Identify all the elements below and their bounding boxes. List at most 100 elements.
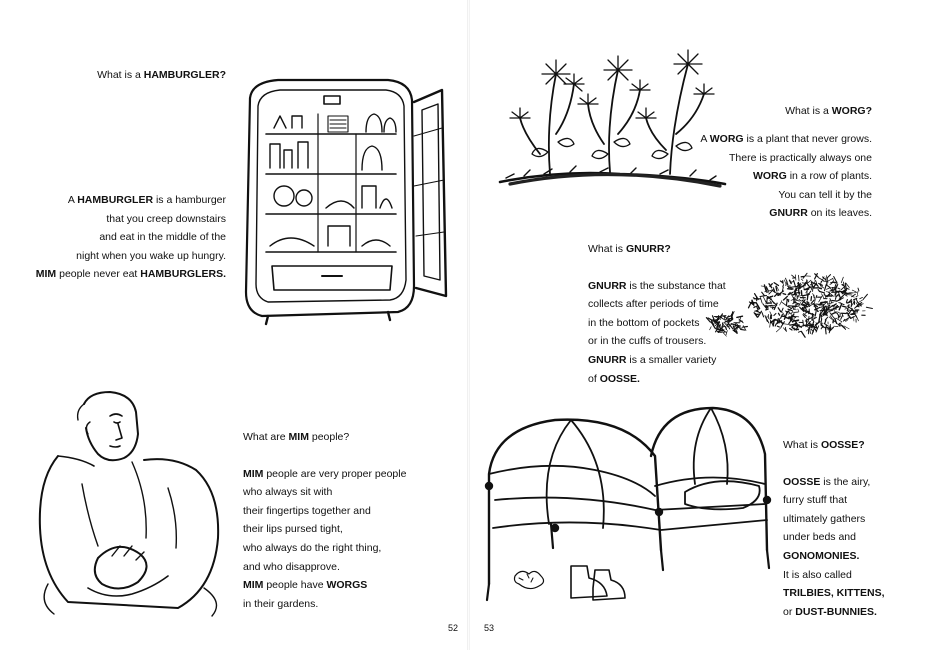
bold-term: HAMBURGLERS. [140, 268, 226, 281]
text-run: or in the cuffs of trousers. [588, 335, 707, 348]
definition-line: night when you wake up hungry. [36, 247, 226, 266]
mim-question: What are MIM people? [243, 428, 406, 447]
gnurr-clump-illustration [705, 268, 873, 344]
worg-question: What is a WORG? [785, 102, 872, 121]
text-run: is a plant that never grows. [743, 133, 873, 145]
definition-line: furry stuff that [783, 491, 885, 510]
definition-line: of OOSSE. [588, 370, 726, 389]
definition-line: their fingertips together and [243, 502, 406, 521]
definition-line: that you creep downstairs [36, 210, 226, 229]
text-run: and who disapprove. [243, 560, 340, 573]
oosse-question: What is OOSSE? [783, 436, 885, 455]
text-run: in a row of plants. [786, 170, 872, 183]
text-run: What is [783, 439, 821, 451]
left-page-number: 52 [448, 623, 459, 633]
bold-term: MIM [243, 579, 264, 592]
text-run: is a hamburger [153, 194, 226, 206]
iron-bed-illustration [475, 400, 775, 615]
definition-line: or in the cuffs of trousers. [588, 332, 726, 351]
refrigerator-illustration [238, 76, 453, 328]
bold-term: WORGS [326, 579, 368, 592]
bold-term: WORG [709, 133, 744, 145]
text-run: in their gardens. [243, 597, 319, 610]
text-run: who always sit with [243, 486, 333, 499]
bold-term: MIM [288, 431, 309, 443]
oosse-definition: What is OOSSE? OOSSE is the airy, furry … [783, 436, 885, 621]
bold-term: HAMBURGLER? [143, 69, 226, 81]
bold-term: OOSSE [783, 475, 821, 488]
worg-question-block: What is a WORG? [785, 102, 872, 121]
text-run: A [700, 133, 710, 145]
bold-term: HAMBURGLER [77, 194, 154, 206]
page-gutter [467, 0, 470, 650]
right-page-number: 53 [484, 623, 495, 633]
bold-term: GNURR [769, 207, 808, 220]
text-run: people have [263, 579, 327, 592]
text-run: in the bottom of pockets [588, 316, 700, 329]
definition-line: A WORG is a plant that never grows. [700, 130, 872, 149]
definition-line: and who disapprove. [243, 558, 406, 577]
gnurr-question: What is GNURR? [588, 240, 726, 259]
definition-line: collects after periods of time [588, 295, 726, 314]
definition-line: ultimately gathers [783, 510, 885, 529]
definition-line: in the bottom of pockets [588, 314, 726, 333]
text-run: What is [588, 243, 626, 255]
definition-line: TRILBIES, KITTENS, [783, 584, 885, 603]
text-run: or [783, 605, 796, 618]
text-run: collects after periods of time [588, 298, 719, 311]
bold-term: GNURR [588, 279, 627, 292]
text-run: What are [243, 431, 289, 443]
text-run: that you creep downstairs [106, 212, 226, 225]
text-run: ultimately gathers [783, 512, 866, 525]
text-run: It is also called [783, 568, 852, 581]
definition-line: who always sit with [243, 483, 406, 502]
bold-term: TRILBIES, KITTENS, [783, 587, 885, 600]
text-run: people never eat [56, 268, 141, 281]
text-run: What is a [785, 105, 832, 117]
definition-line: MIM people never eat HAMBURGLERS. [36, 265, 226, 284]
definition-line: WORG in a row of plants. [700, 167, 872, 186]
definition-line: You can tell it by the [700, 186, 872, 205]
text-run: What is a [97, 69, 144, 81]
mim-definition: What are MIM people? MIM people are very… [243, 428, 406, 613]
definition-line: MIM people are very proper people [243, 465, 406, 484]
definition-line: GNURR on its leaves. [700, 204, 872, 223]
definition-line: under beds and [783, 528, 885, 547]
bold-term: WORG [752, 170, 787, 183]
definition-line: and eat in the middle of the [36, 228, 226, 247]
text-run: furry stuff that [783, 494, 847, 507]
text-run: and eat in the middle of the [99, 231, 226, 244]
bold-term: MIM [243, 467, 264, 480]
bold-term: GNURR [588, 353, 627, 366]
definition-line: their lips pursed tight, [243, 520, 406, 539]
definition-line: OOSSE is the airy, [783, 473, 885, 492]
hamburgler-question: What is a HAMBURGLER? [97, 66, 226, 85]
bold-term: GNURR? [625, 243, 671, 255]
gnurr-definition: What is GNURR? GNURR is the substance th… [588, 240, 726, 388]
definition-line: GNURR is the substance that [588, 277, 726, 296]
hamburgler-question-block: What is a HAMBURGLER? [97, 66, 226, 85]
gnurr-scribbles [706, 273, 872, 337]
bold-term: MIM [35, 268, 57, 281]
definition-line: GNURR is a smaller variety [588, 351, 726, 370]
text-run: is the substance that [626, 279, 726, 292]
text-run: is a smaller variety [626, 353, 717, 366]
text-run: people are very proper people [263, 467, 407, 480]
bold-term: WORG? [831, 105, 872, 117]
definition-line: in their gardens. [243, 595, 406, 614]
definition-line: who always do the right thing, [243, 539, 406, 558]
bold-term: GONOMONIES. [783, 549, 860, 562]
text-run: of [588, 372, 600, 385]
definition-line: It is also called [783, 566, 885, 585]
text-run: There is practically always one [729, 151, 872, 164]
definition-line: There is practically always one [700, 149, 872, 168]
text-run: A [67, 194, 78, 206]
definition-line: or DUST-BUNNIES. [783, 603, 885, 622]
text-run: You can tell it by the [778, 188, 872, 201]
definition-line: GONOMONIES. [783, 547, 885, 566]
definition-line: MIM people have WORGS [243, 576, 406, 595]
text-run: who always do the right thing, [243, 541, 382, 554]
text-run: night when you wake up hungry. [76, 249, 226, 262]
text-run: on its leaves. [807, 207, 872, 220]
